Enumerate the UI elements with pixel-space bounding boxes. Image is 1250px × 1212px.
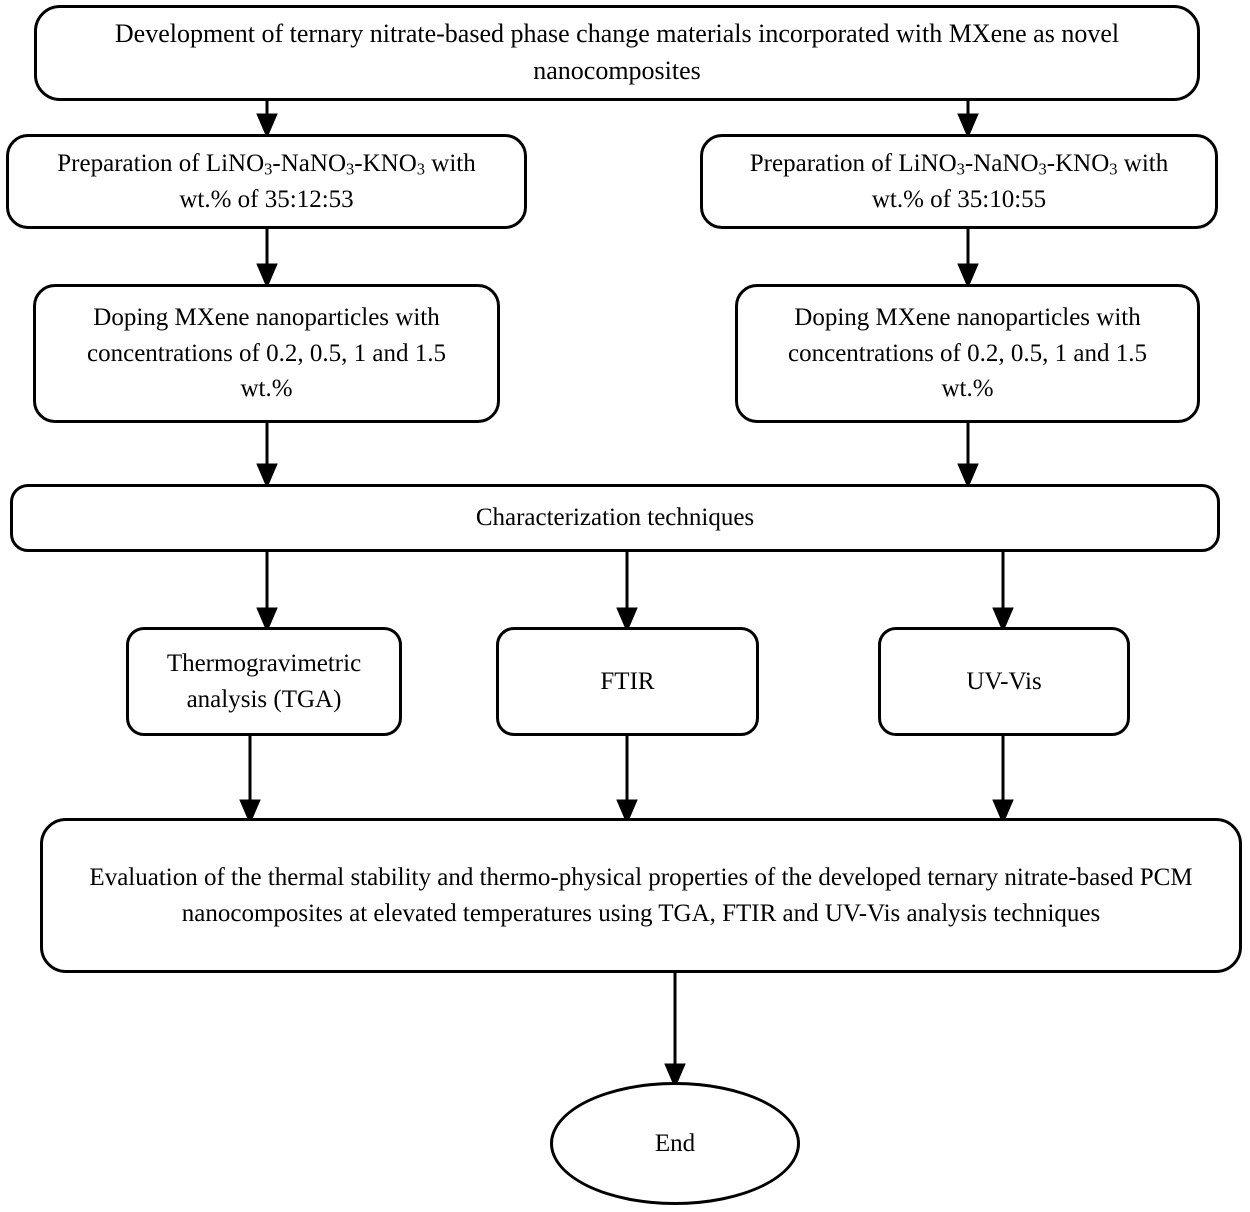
prep-left-sub-2: 3 (346, 159, 355, 179)
node-end-label: End (654, 1129, 696, 1157)
node-start[interactable]: Development of ternary nitrate-based pha… (34, 5, 1200, 101)
node-evaluation-line3: analysis techniques (906, 899, 1101, 927)
node-doping-right-text: Doping MXene nanoparticles with concentr… (748, 300, 1187, 407)
node-preparation-right-line2: wt.% of 35:10:55 (871, 185, 1047, 213)
node-preparation-left-text: Preparation of LiNO3-NaNO3-KNO3 with wt.… (19, 146, 514, 217)
prep-right-sub-2: 3 (1038, 159, 1047, 179)
node-doping-left-line3: wt.% (240, 375, 293, 403)
node-end[interactable]: End (550, 1082, 800, 1205)
node-characterization[interactable]: Characterization techniques (10, 484, 1220, 552)
prep-left-sub-1: 3 (264, 159, 273, 179)
node-doping-right-line2: concentrations of 0.2, 0.5, 1 and 1.5 (788, 339, 1147, 367)
node-characterization-label: Characterization techniques (475, 504, 755, 532)
node-doping-right-line1: Doping MXene nanoparticles with (794, 304, 1141, 332)
node-start-line1: Development of ternary nitrate-based pha… (114, 19, 1120, 49)
node-preparation-right-text: Preparation of LiNO3-NaNO3-KNO3 with wt.… (713, 146, 1205, 217)
node-uv-vis-label: UV-Vis (966, 667, 1042, 695)
node-doping-left[interactable]: Doping MXene nanoparticles with concentr… (33, 284, 500, 423)
node-preparation-left-line2: wt.% of 35:12:53 (179, 185, 354, 213)
prep-right-sub-1: 3 (956, 159, 965, 179)
prep-right-post: with (1117, 150, 1169, 177)
node-doping-right-line3: wt.% (941, 375, 994, 403)
node-preparation-left[interactable]: Preparation of LiNO3-NaNO3-KNO3 with wt.… (6, 134, 527, 229)
node-preparation-right[interactable]: Preparation of LiNO3-NaNO3-KNO3 with wt.… (700, 134, 1218, 229)
node-ftir[interactable]: FTIR (496, 627, 759, 736)
node-doping-right[interactable]: Doping MXene nanoparticles with concentr… (735, 284, 1200, 423)
prep-left-mid-2: -KNO (354, 150, 417, 177)
node-preparation-left-line1: Preparation of LiNO3-NaNO3-KNO3 with (57, 150, 475, 177)
node-doping-left-text: Doping MXene nanoparticles with concentr… (46, 300, 487, 407)
prep-right-mid-1: -NaNO (964, 150, 1039, 177)
node-doping-left-line1: Doping MXene nanoparticles with (93, 304, 440, 332)
node-tga-text: Thermogravimetric analysis (TGA) (139, 646, 389, 717)
node-preparation-right-line1: Preparation of LiNO3-NaNO3-KNO3 with (750, 150, 1168, 177)
node-evaluation-text: Evaluation of the thermal stability and … (53, 860, 1229, 931)
prep-left-pre: Preparation of LiNO (57, 150, 265, 177)
prep-left-mid-1: -NaNO (272, 150, 347, 177)
node-start-line2: nanocomposites (533, 56, 701, 85)
node-start-text: Development of ternary nitrate-based pha… (47, 16, 1187, 90)
node-evaluation-line1: Evaluation of the thermal stability and … (89, 864, 999, 891)
prep-right-pre: Preparation of LiNO (749, 150, 957, 177)
node-doping-left-line2: concentrations of 0.2, 0.5, 1 and 1.5 (87, 339, 446, 367)
prep-right-mid-2: -KNO (1046, 150, 1110, 177)
node-evaluation[interactable]: Evaluation of the thermal stability and … (40, 818, 1242, 973)
prep-left-post: with (425, 150, 476, 177)
node-ftir-label: FTIR (600, 667, 655, 695)
node-tga[interactable]: Thermogravimetric analysis (TGA) (126, 627, 402, 736)
node-tga-line1: Thermogravimetric (166, 650, 362, 677)
node-tga-line2: analysis (TGA) (186, 685, 342, 713)
prep-left-sub-3: 3 (416, 159, 426, 179)
prep-right-sub-3: 3 (1109, 159, 1118, 179)
node-uv-vis[interactable]: UV-Vis (878, 627, 1130, 736)
node-evaluation-line2: nitrate-based PCM nanocomposites at elev… (181, 864, 1193, 927)
